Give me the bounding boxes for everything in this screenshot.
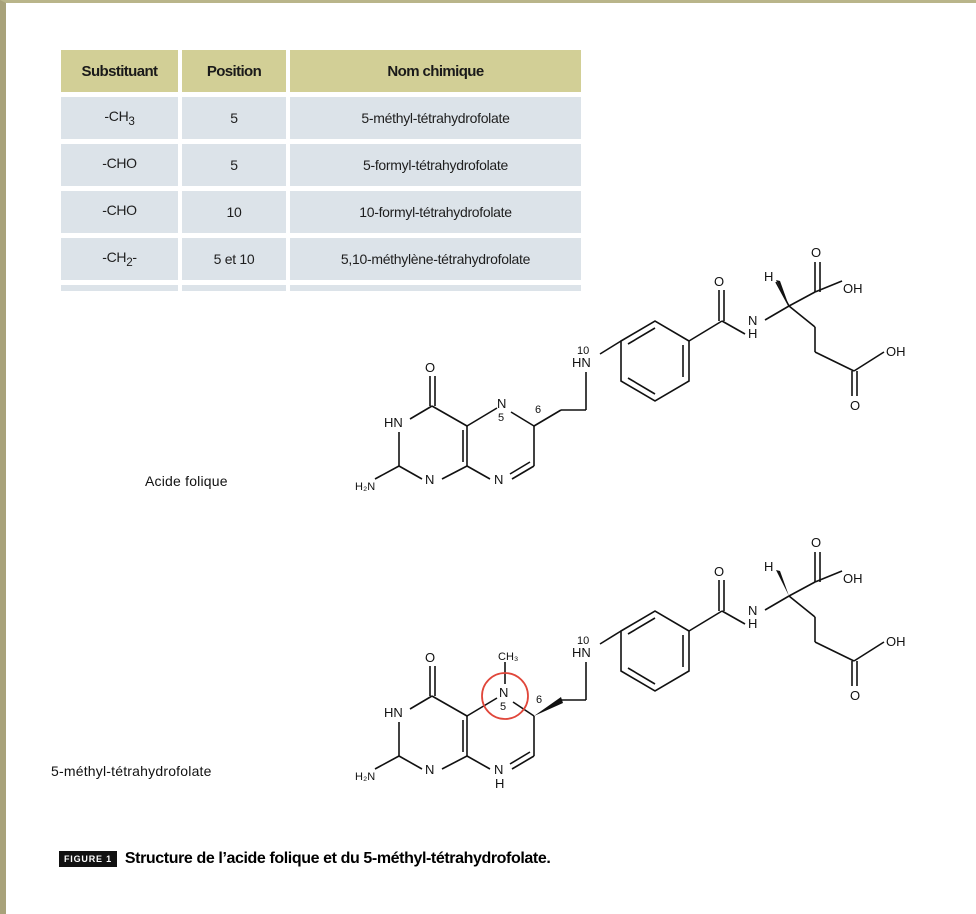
table-header-row: Substituant Position Nom chimique [61,50,581,92]
cell-empty [61,280,178,291]
atom-n: N [497,396,506,411]
atom-n: N [494,762,503,777]
cell-substituant: -CH3 [61,92,178,139]
column-header-position: Position [178,50,286,92]
atom-o: O [850,398,860,413]
cell-nom-chimique: 5-formyl-tétrahydrofolate [286,139,581,186]
atom-h: H [495,776,504,791]
table-row: -CHO 5 5-formyl-tétrahydrofolate [61,139,581,186]
column-header-substituant: Substituant [61,50,178,92]
atom-h2n: H₂N [355,481,375,493]
atom-hn: HN [384,415,403,430]
locant-6: 6 [535,404,541,416]
atom-n: N [748,603,757,618]
folic-acid-atoms: O HN N N 5 6 N H₂N 10 HN O N H H O OH OH… [355,245,906,493]
caption-text: Structure de l’acide folique et du 5-mét… [124,850,551,867]
atom-o: O [850,688,860,703]
locant-5: 5 [500,701,506,713]
cell-position: 5 [178,139,286,186]
locant-10: 10 [577,635,589,647]
atom-h: H [748,616,757,631]
table-row: -CH2- 5 et 10 5,10-méthylène-tétrahydrof… [61,233,581,280]
atom-h: H [764,269,773,284]
atom-o: O [811,245,821,260]
mthf-structure [374,552,885,770]
cell-substituant: -CHO [61,186,178,233]
atom-o: O [714,564,724,579]
atom-ch3: CH₃ [498,651,518,663]
cell-substituant: -CH2- [61,233,178,280]
atom-hn: HN [572,355,591,370]
atom-oh: OH [843,571,863,586]
locant-5: 5 [498,412,504,424]
atom-hn: HN [572,645,591,660]
atom-hn: HN [384,705,403,720]
cell-nom-chimique: 5-méthyl-tétrahydrofolate [286,92,581,139]
cell-empty [178,280,286,291]
atom-h2n: H₂N [355,771,375,783]
substituent-table: Substituant Position Nom chimique -CH3 5… [61,50,581,291]
folic-acid-label: Acide folique [145,473,228,489]
cell-nom-chimique: 10-formyl-tétrahydrofolate [286,186,581,233]
table-row-stub [61,280,581,291]
atom-o: O [425,360,435,375]
atom-o: O [714,274,724,289]
locant-6: 6 [536,694,542,706]
mthf-label: 5-méthyl-tétrahydrofolate [51,763,212,779]
cell-position: 10 [178,186,286,233]
cell-substituant: -CHO [61,139,178,186]
atom-n: N [425,762,434,777]
locant-10: 10 [577,345,589,357]
figure-badge: FIGURE 1 [59,851,117,867]
folic-acid-structure [374,262,885,480]
stereo-wedge [776,280,789,306]
table-row: -CH3 5 5-méthyl-tétrahydrofolate [61,92,581,139]
atom-oh: OH [886,344,906,359]
cell-nom-chimique: 5,10-méthylène-tétrahydrofolate [286,233,581,280]
stereo-wedge [776,570,789,596]
n5-highlight-circle [481,672,529,720]
atom-n: N [425,472,434,487]
cell-position: 5 [178,92,286,139]
atom-n: N [494,472,503,487]
mthf-atoms: O HN N CH₃ N 5 6 N H H₂N 10 HN O N H H O… [355,535,906,791]
cell-position: 5 et 10 [178,233,286,280]
atom-oh: OH [843,281,863,296]
cell-empty [286,280,581,291]
atom-n: N [499,685,508,700]
atom-h: H [764,559,773,574]
figure-caption: FIGURE 1 Structure de l’acide folique et… [59,850,551,868]
atom-o: O [425,650,435,665]
atom-oh: OH [886,634,906,649]
atom-o: O [811,535,821,550]
atom-n: N [748,313,757,328]
stereo-wedge [534,697,563,716]
atom-h: H [748,326,757,341]
table-row: -CHO 10 10-formyl-tétrahydrofolate [61,186,581,233]
column-header-nom-chimique: Nom chimique [286,50,581,92]
